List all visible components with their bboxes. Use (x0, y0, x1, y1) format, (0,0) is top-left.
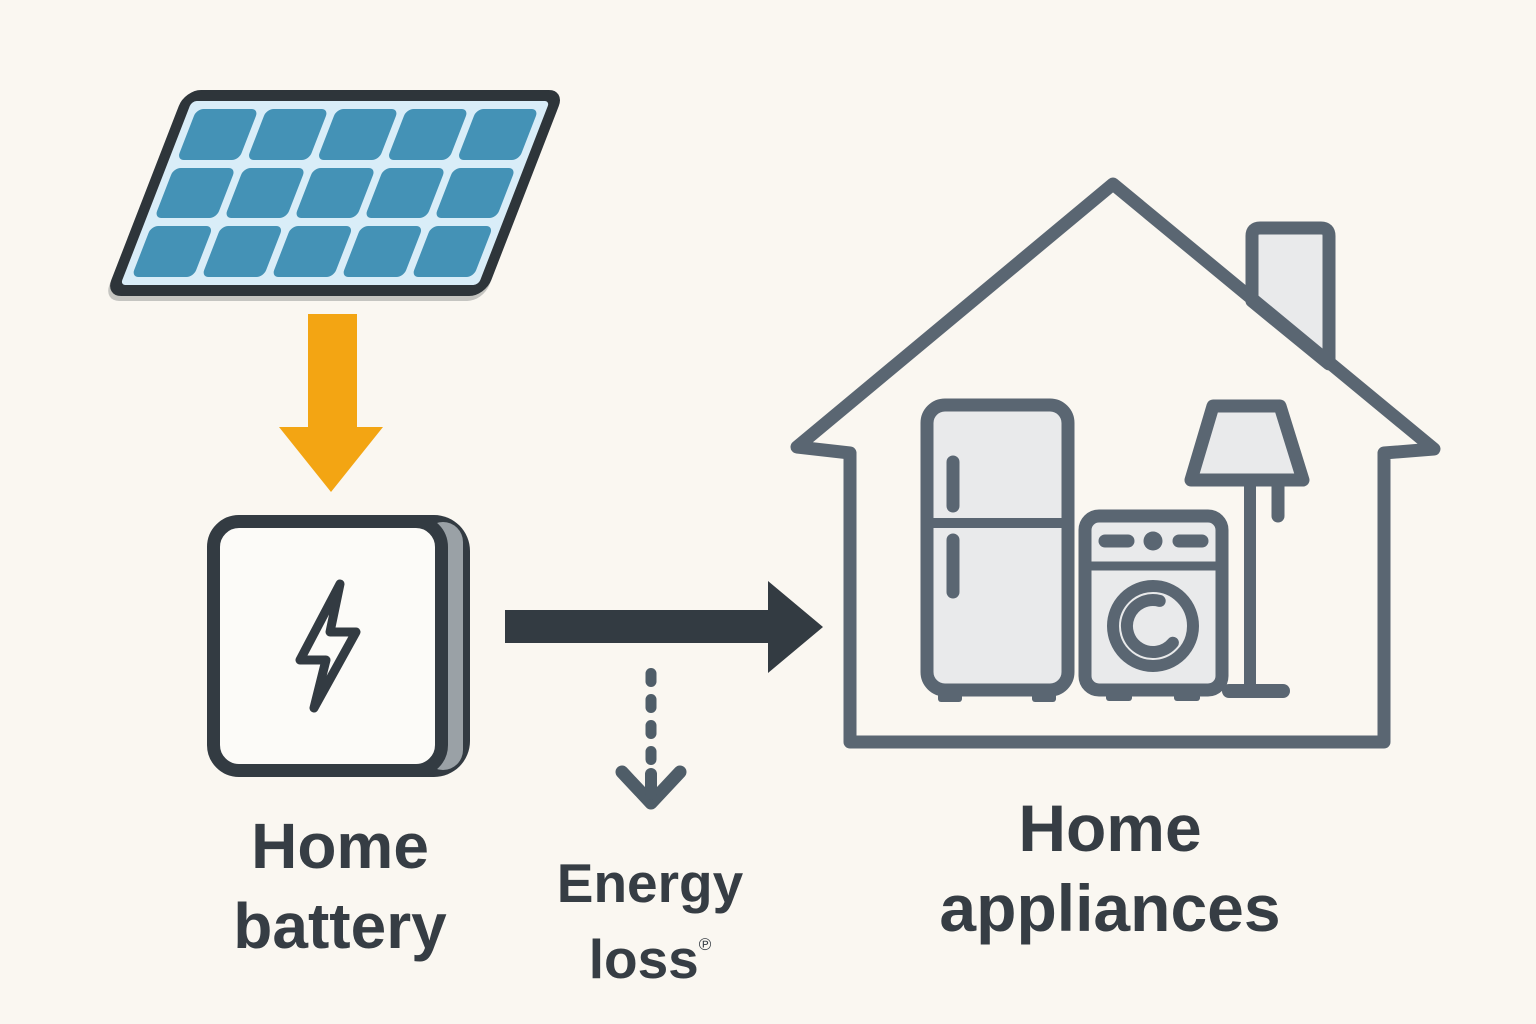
home-appliances-label: Home appliances (890, 788, 1330, 948)
washing-machine-icon (1078, 509, 1229, 701)
home-battery-label-line2: battery (233, 890, 447, 962)
home-appliances-label-line1: Home (1018, 791, 1202, 865)
lamp-shade (1184, 399, 1310, 487)
solar-cell (154, 167, 236, 219)
solar-panel-cells (131, 109, 539, 277)
washer-drum-crescent (1121, 594, 1179, 658)
solar-to-battery-arrow-icon (279, 314, 383, 492)
solar-cell (434, 167, 516, 219)
energy-loss-label: Energy loss℗ (520, 852, 780, 990)
solar-cell (294, 167, 376, 219)
floor-lamp-icon (1184, 399, 1310, 698)
solar-cell (271, 226, 354, 277)
solar-cell (316, 109, 399, 160)
dash-segment (645, 694, 657, 713)
house-icon (790, 177, 1441, 749)
solar-cell (201, 226, 284, 277)
dash-segment (645, 720, 657, 739)
chimney-icon (1245, 221, 1336, 371)
house-outline (790, 177, 1441, 749)
solar-cell (246, 109, 329, 160)
solar-cell (224, 167, 306, 219)
home-battery-label-line1: Home (251, 810, 429, 882)
solar-cell (131, 226, 214, 277)
refrigerator-icon (920, 398, 1075, 702)
battery-to-home-arrow-icon (505, 581, 823, 673)
solar-cell (176, 109, 259, 160)
solar-cell (364, 167, 446, 219)
energy-loss-label-line2: loss (588, 928, 699, 990)
energy-loss-label-line1: Energy (556, 852, 744, 914)
solar-cell (411, 226, 494, 277)
solar-cell (386, 109, 469, 160)
down-arrow-shape (279, 314, 383, 492)
arrowhead-chevron (615, 765, 687, 810)
solar-cell (456, 109, 539, 160)
dash-segment (645, 668, 657, 687)
lightning-bolt-icon (295, 579, 360, 713)
solar-cell (341, 226, 424, 277)
home-battery-label: Home battery (165, 806, 515, 966)
dash-segment (645, 746, 657, 765)
right-arrow-shape (505, 581, 823, 673)
energy-loss-arrow-icon (615, 668, 687, 810)
home-appliances-label-line2: appliances (939, 871, 1281, 945)
solar-panel-icon (105, 90, 565, 296)
energy-loss-superscript: ℗ (698, 935, 712, 954)
battery-front-face (207, 515, 448, 777)
